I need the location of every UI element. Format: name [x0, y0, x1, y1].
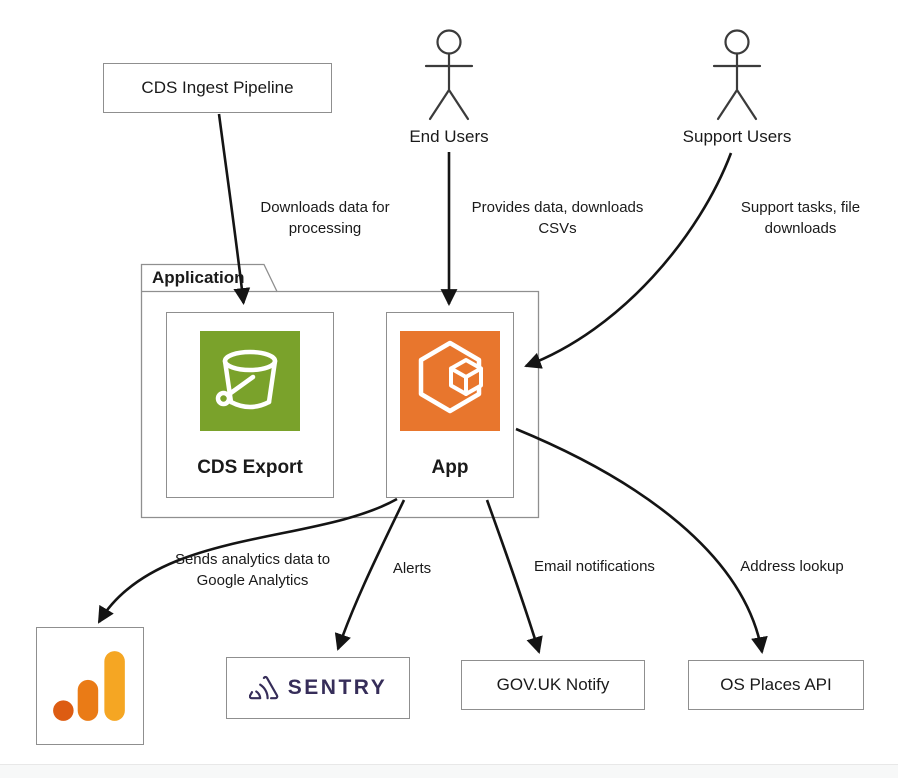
- support-users-label: Support Users: [682, 127, 792, 146]
- edge-label-analytics: Sends analytics data to Google Analytics: [174, 551, 331, 589]
- edge-app-to-govuk-notify: [485, 499, 543, 654]
- edge-label-downloads-data: Downloads data for processing: [260, 199, 390, 237]
- cds-export-label: CDS Export: [197, 457, 303, 478]
- s3-bucket-icon: [200, 331, 300, 431]
- node-os-places-api: OS Places API: [688, 660, 864, 710]
- google-analytics-icon: [53, 651, 125, 721]
- edge-ingest-to-cds-export: [217, 113, 251, 306]
- node-sentry: SENTRY: [226, 657, 410, 719]
- edge-label-support-tasks: Support tasks, file downloads: [740, 199, 861, 237]
- edge-support-users-to-app: [524, 152, 733, 369]
- cds-ingest-pipeline-label: CDS Ingest Pipeline: [141, 78, 294, 97]
- node-google-analytics: [36, 627, 144, 745]
- node-cds-ingest-pipeline: CDS Ingest Pipeline: [103, 63, 332, 113]
- os-places-api-label: OS Places API: [720, 675, 832, 694]
- end-users-label: End Users: [409, 127, 489, 146]
- edge-app-to-sentry: [334, 499, 406, 651]
- govuk-notify-label: GOV.UK Notify: [496, 675, 610, 694]
- edge-app-to-os-places: [515, 427, 768, 654]
- edge-label-email-notifications: Email notifications: [534, 558, 655, 575]
- ecs-container-icon: [400, 331, 500, 431]
- node-app: App: [386, 312, 514, 498]
- app-label: App: [431, 457, 469, 478]
- page-bottom-edge: [0, 764, 898, 778]
- edge-label-address-lookup: Address lookup: [740, 558, 844, 575]
- node-cds-export: CDS Export: [166, 312, 334, 498]
- edge-label-provides-data: Provides data, downloads CSVs: [471, 199, 644, 237]
- sentry-label: SENTRY: [287, 676, 388, 699]
- node-govuk-notify: GOV.UK Notify: [461, 660, 645, 710]
- application-boundary-label: Application: [152, 268, 245, 287]
- edge-app-to-google-analytics: [97, 497, 398, 624]
- end-users-actor-icon: [424, 29, 474, 121]
- sentry-logo-icon: [248, 675, 279, 699]
- edge-label-alerts: Alerts: [392, 560, 432, 577]
- support-users-actor-icon: [712, 29, 762, 121]
